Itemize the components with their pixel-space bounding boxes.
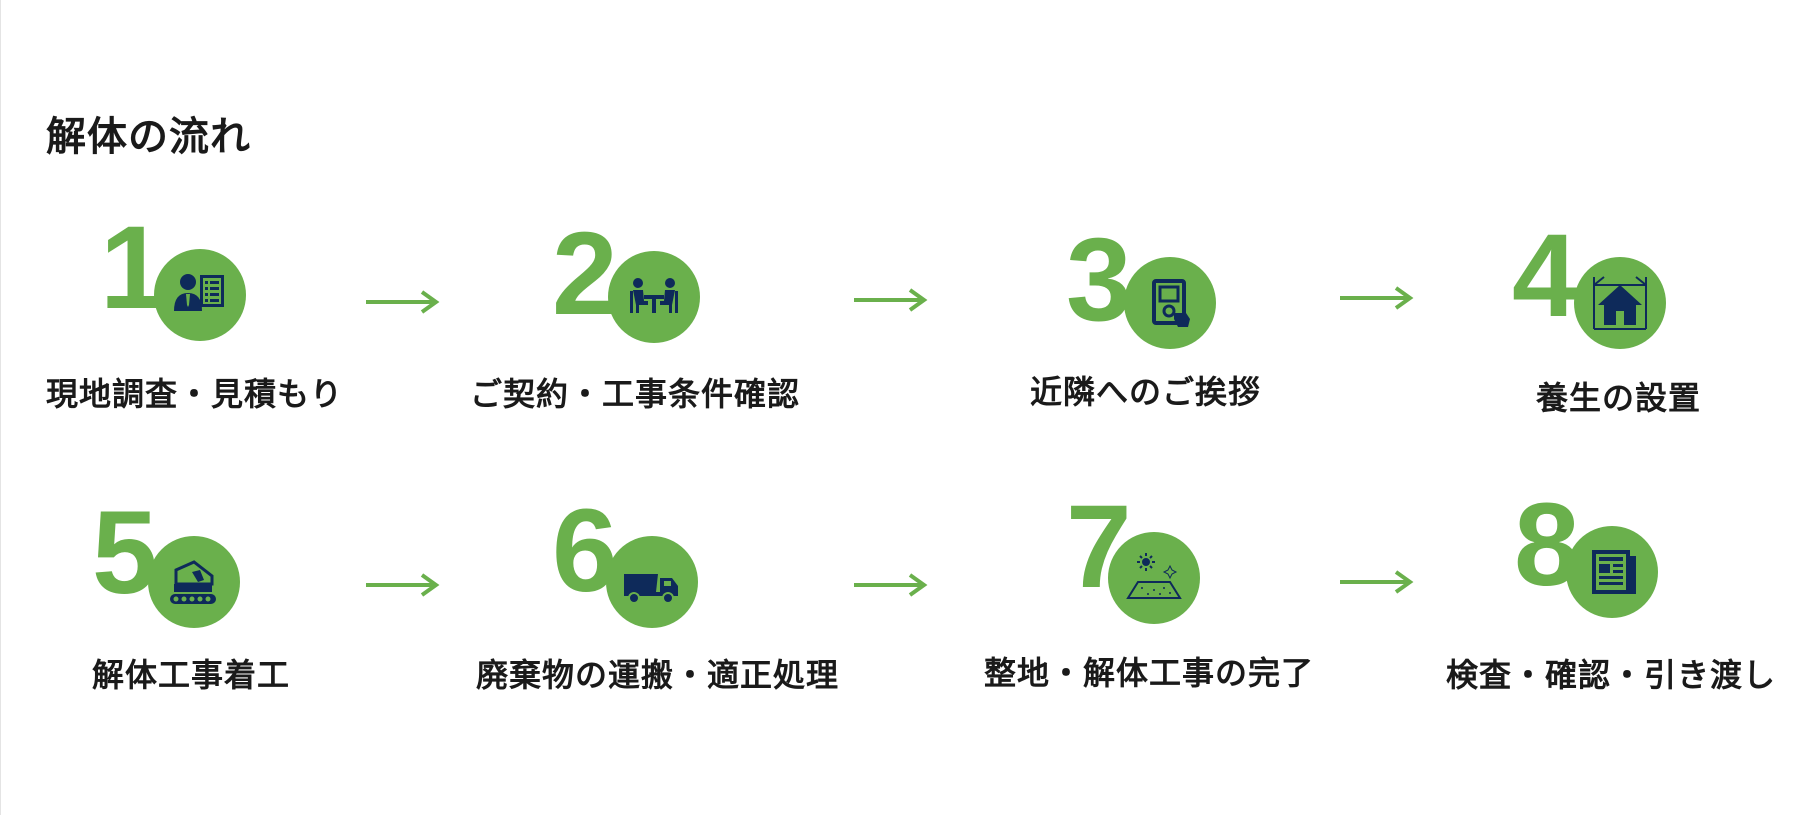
arrow-right-icon — [1340, 570, 1414, 594]
step-7: 7 整地・解体工事の完了 — [984, 488, 1404, 692]
step-icon-circle — [606, 536, 698, 628]
arrow-right-icon — [366, 290, 440, 314]
dump-truck-icon — [624, 574, 678, 604]
meeting-icon — [630, 278, 678, 313]
page-left-border — [0, 0, 1, 815]
step-icon-circle — [608, 251, 700, 343]
step-label: 廃棄物の運搬・適正処理 — [476, 656, 840, 694]
excavator-icon — [170, 560, 216, 604]
step-icon-circle — [154, 249, 246, 341]
step-label: 現地調査・見積もり — [46, 375, 344, 413]
step-2: 2 ご契約・工事条件確認 — [470, 205, 890, 413]
step-icon-circle — [1124, 257, 1216, 349]
step-icon-circle — [1574, 257, 1666, 349]
step-number: 8 — [1514, 479, 1580, 611]
step-number: 5 — [92, 487, 158, 619]
step-3: 3 近隣へのご挨拶 — [1030, 205, 1450, 411]
arrow-right-icon — [854, 288, 928, 312]
step-icon-circle — [1566, 526, 1658, 618]
step-number: 6 — [552, 485, 618, 617]
step-number: 1 — [100, 202, 166, 334]
doorbell-icon — [1152, 279, 1190, 327]
cleared-land-icon — [1126, 553, 1182, 599]
consultant-icon — [174, 274, 224, 311]
step-label: 整地・解体工事の完了 — [984, 654, 1315, 692]
step-4: 4 養生の設置 — [1512, 205, 1820, 417]
step-icon-circle — [1108, 532, 1200, 624]
arrow-right-icon — [366, 573, 440, 597]
step-number: 3 — [1066, 214, 1132, 346]
step-label: ご契約・工事条件確認 — [470, 375, 801, 413]
step-label: 検査・確認・引き渡し — [1446, 656, 1777, 694]
step-6: 6 廃棄物の運搬・適正処理 — [476, 485, 896, 694]
step-number: 4 — [1512, 210, 1578, 342]
step-1: 1 現地調査・見積もり — [46, 202, 466, 413]
step-5: 5 解体工事着工 — [86, 487, 506, 694]
step-number: 2 — [552, 208, 618, 340]
step-label: 近隣へのご挨拶 — [1030, 373, 1262, 411]
step-label: 解体工事着工 — [92, 656, 291, 694]
scaffold-house-icon — [1593, 276, 1647, 330]
arrow-right-icon — [1340, 286, 1414, 310]
arrow-right-icon — [854, 573, 928, 597]
document-icon — [1592, 550, 1636, 594]
page-title: 解体の流れ — [46, 114, 251, 160]
step-icon-circle — [148, 536, 240, 628]
step-8: 8 検査・確認・引き渡し — [1446, 486, 1820, 694]
step-label: 養生の設置 — [1536, 379, 1702, 417]
